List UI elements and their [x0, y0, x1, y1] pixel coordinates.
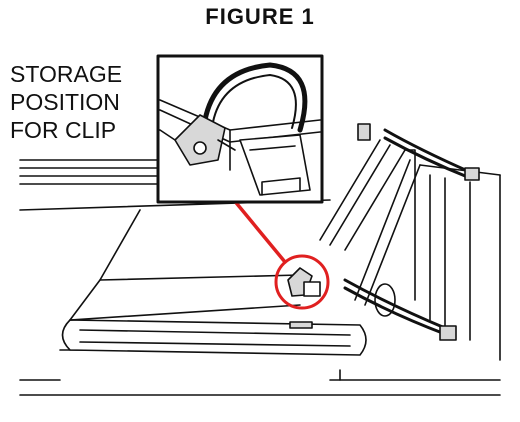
callout-line-3: FOR CLIP — [10, 117, 117, 143]
callout-line-1: STORAGE — [10, 61, 123, 87]
front-header-rail — [319, 139, 501, 361]
rolled-cover — [61, 274, 367, 356]
highlight-circle — [274, 254, 330, 310]
tension-strap-lower — [343, 278, 457, 341]
storage-position-callout: STORAGE POSITION FOR CLIP — [10, 60, 122, 144]
tension-strap-upper — [357, 123, 480, 181]
clip-storage-location — [274, 254, 330, 310]
callout-line-2: POSITION — [10, 89, 120, 115]
inset-detail-box — [156, 54, 324, 204]
bed-rail-left — [19, 159, 161, 185]
figure-title: FIGURE 1 — [205, 4, 315, 29]
